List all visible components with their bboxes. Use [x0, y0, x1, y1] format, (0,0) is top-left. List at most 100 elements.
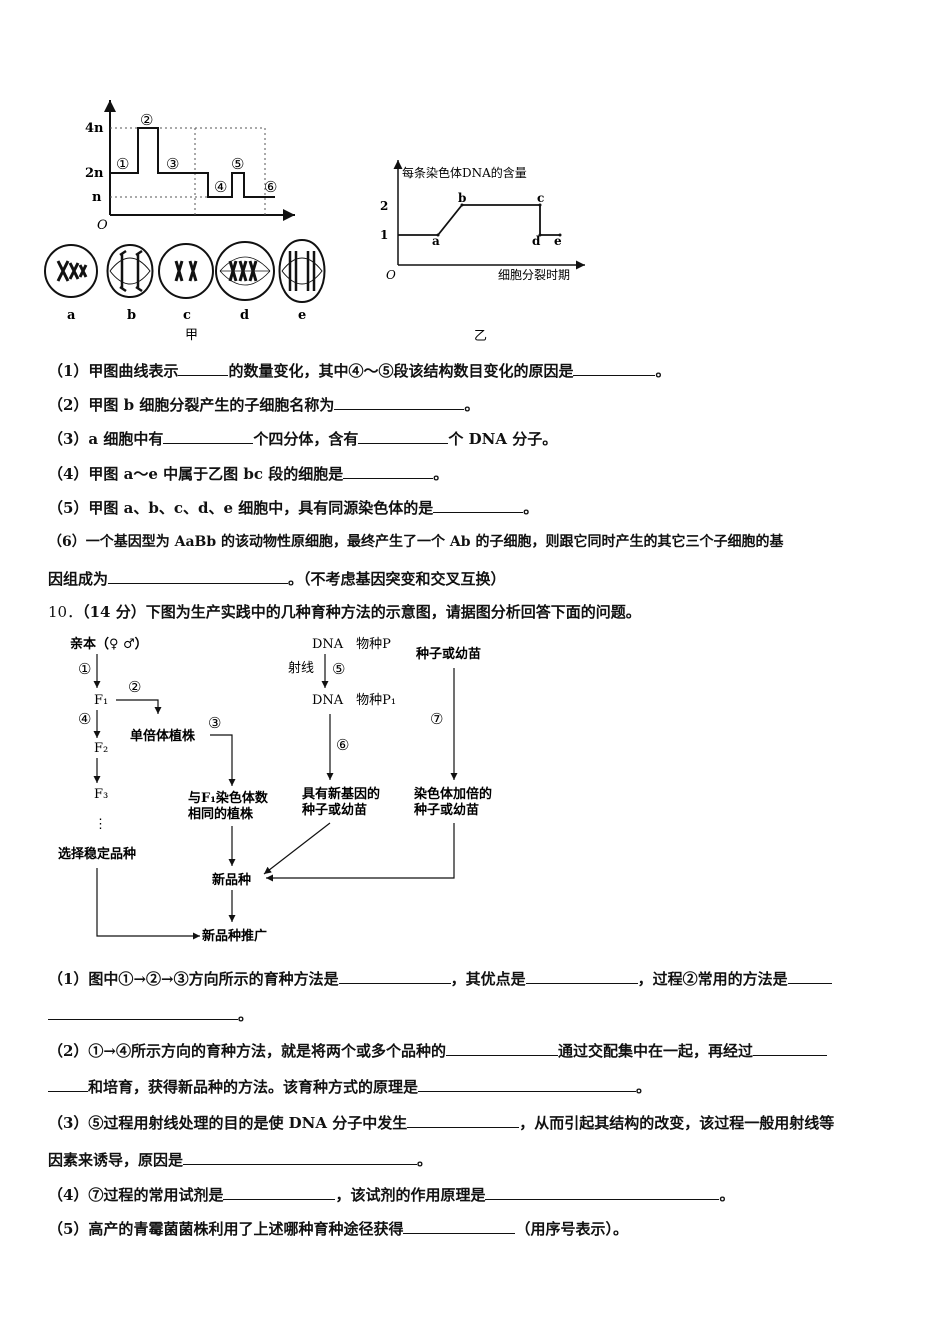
segment-4: ④ [214, 178, 227, 196]
cell-label-b: b [127, 308, 136, 323]
blank[interactable] [343, 463, 434, 479]
tick-n: n [92, 190, 102, 205]
blank[interactable] [48, 1004, 238, 1020]
point-d: d [532, 234, 541, 248]
data-point-b [460, 203, 464, 207]
cell-a [44, 244, 98, 298]
point-a: a [432, 234, 440, 248]
cell-e [278, 238, 326, 304]
q9-6-line2: 因组成为。（不考虑基因突变和交叉互换） [48, 568, 506, 588]
q9-2: （2）甲图 b 细胞分裂产生的子细胞名称为。 [48, 394, 480, 414]
blank[interactable] [573, 360, 656, 376]
step-2: ② [128, 678, 141, 696]
blank[interactable] [485, 1184, 720, 1200]
promote: 新品种推广 [202, 928, 267, 944]
step-3: ③ [208, 714, 221, 732]
q10-3-line1: （3）⑤过程用射线处理的目的是使 DNA 分子中发生，从而引起其结构的改变，该过… [48, 1112, 835, 1132]
q10-2-line1: （2）①→④所示方向的育种方法，就是将两个或多个品种的通过交配集中在一起，再经过 [48, 1040, 828, 1061]
breeding-diagram: 亲本（♀ ♂） ① F₁ ② ④ 单倍体植株 ③ F₂ F₃ ⋮ 选择稳定品种 … [58, 636, 492, 944]
blank[interactable] [433, 497, 524, 513]
xlabel: 细胞分裂时期 [498, 268, 570, 282]
doubled-1: 染色体加倍的 [413, 786, 492, 802]
step-1: ① [78, 660, 91, 678]
question-number: 10． [48, 603, 83, 621]
parents: 亲本（♀ ♂） [70, 636, 148, 652]
q10-2-line2: 和培育，获得新品种的方法。该育种方式的原理是。 [48, 1076, 651, 1097]
step-5: ⑤ [332, 660, 345, 678]
select-stable: 选择稳定品种 [58, 846, 136, 862]
cell-label-a: a [67, 308, 76, 323]
cell-label-e: e [298, 308, 306, 323]
tick-4n: 4n [85, 121, 104, 136]
q10-1-line1: （1）图中①→②→③方向所示的育种方法是，其优点是，过程②常用的方法是 [48, 968, 832, 989]
q10-5: （5）高产的青霉菌菌株利用了上述哪种育种途径获得（用序号表示）。 [48, 1218, 628, 1238]
radiation: 射线 [288, 660, 314, 676]
dots: ⋮ [94, 817, 107, 832]
dna-p: DNA 物种P [312, 637, 391, 652]
blank[interactable] [403, 1218, 516, 1234]
data-point-d [538, 233, 542, 237]
caption-jia: 甲 [185, 328, 198, 343]
data-point-c [538, 203, 542, 207]
dna-content-line [398, 204, 560, 236]
same-as-f1-1: 与F₁染色体数 [188, 790, 269, 806]
blank[interactable] [183, 1149, 418, 1165]
cell-d [215, 241, 275, 301]
data-point-a [436, 233, 440, 237]
f1: F₁ [94, 693, 108, 708]
q10-4: （4）⑦过程的常用试剂是，该试剂的作用原理是。 [48, 1184, 735, 1204]
new-gene-1: 具有新基因的 [302, 786, 380, 802]
step-4: ④ [78, 710, 91, 728]
chromosome-curve [110, 127, 275, 198]
cell-c [158, 243, 214, 299]
figure-yi: 每条染色体DNA的含量 2 1 O 细胞分裂时期 a b c d e 乙 [380, 160, 585, 344]
blank[interactable] [753, 1040, 828, 1056]
same-as-f1-2: 相同的植株 [188, 806, 254, 822]
seed: 种子或幼苗 [415, 646, 481, 662]
caption-yi: 乙 [474, 329, 487, 344]
q9-3: （3）a 细胞中有个四分体，含有个 DNA 分子。 [48, 428, 558, 448]
blank[interactable] [446, 1040, 559, 1056]
f2: F₂ [94, 741, 108, 756]
blank[interactable] [163, 428, 254, 444]
blank[interactable] [525, 968, 638, 984]
blank[interactable] [223, 1184, 336, 1200]
blank[interactable] [407, 1112, 520, 1128]
step-7: ⑦ [430, 710, 443, 728]
blank[interactable] [334, 394, 465, 410]
blank[interactable] [108, 568, 289, 584]
new-variety: 新品种 [212, 872, 251, 888]
new-gene-2: 种子或幼苗 [301, 802, 367, 818]
step-6: ⑥ [336, 736, 349, 754]
ylabel: 每条染色体DNA的含量 [402, 165, 527, 180]
blank[interactable] [787, 968, 832, 984]
q9-5: （5）甲图 a、b、c、d、e 细胞中，具有同源染色体的是。 [48, 497, 539, 517]
tick-2n: 2n [85, 166, 104, 181]
cell-label-c: c [183, 308, 191, 323]
cell-label-d: d [240, 308, 249, 323]
segment-1: ① [116, 155, 129, 173]
segment-2: ② [140, 111, 153, 129]
q9-4: （4）甲图 a～e 中属于乙图 bc 段的细胞是。 [48, 463, 449, 483]
blank[interactable] [418, 1076, 637, 1092]
blank[interactable] [48, 1076, 88, 1092]
q10-3-line2: 因素来诱导，原因是。 [48, 1149, 433, 1169]
haploid: 单倍体植株 [130, 728, 196, 744]
tick-2: 2 [380, 199, 388, 213]
blank[interactable] [358, 428, 449, 444]
point-c: c [537, 191, 544, 205]
data-point-e [558, 233, 562, 237]
dna-p1: DNA 物种P₁ [312, 693, 396, 708]
doubled-2: 种子或幼苗 [413, 802, 479, 818]
origin: O [97, 218, 108, 233]
blank[interactable] [338, 968, 451, 984]
q10-1-line2: 。 [48, 1004, 253, 1025]
origin: O [386, 268, 396, 282]
blank[interactable] [178, 360, 229, 376]
point-b: b [458, 191, 466, 205]
q9-1: （1）甲图曲线表示的数量变化，其中④～⑤段该结构数目变化的原因是。 [48, 360, 671, 380]
segment-3: ③ [166, 155, 179, 173]
tick-1: 1 [380, 228, 388, 242]
cell-b [106, 243, 154, 299]
q10-stem: 10．（14 分）下图为生产实践中的几种育种方法的示意图，请据图分析回答下面的问… [48, 603, 641, 621]
